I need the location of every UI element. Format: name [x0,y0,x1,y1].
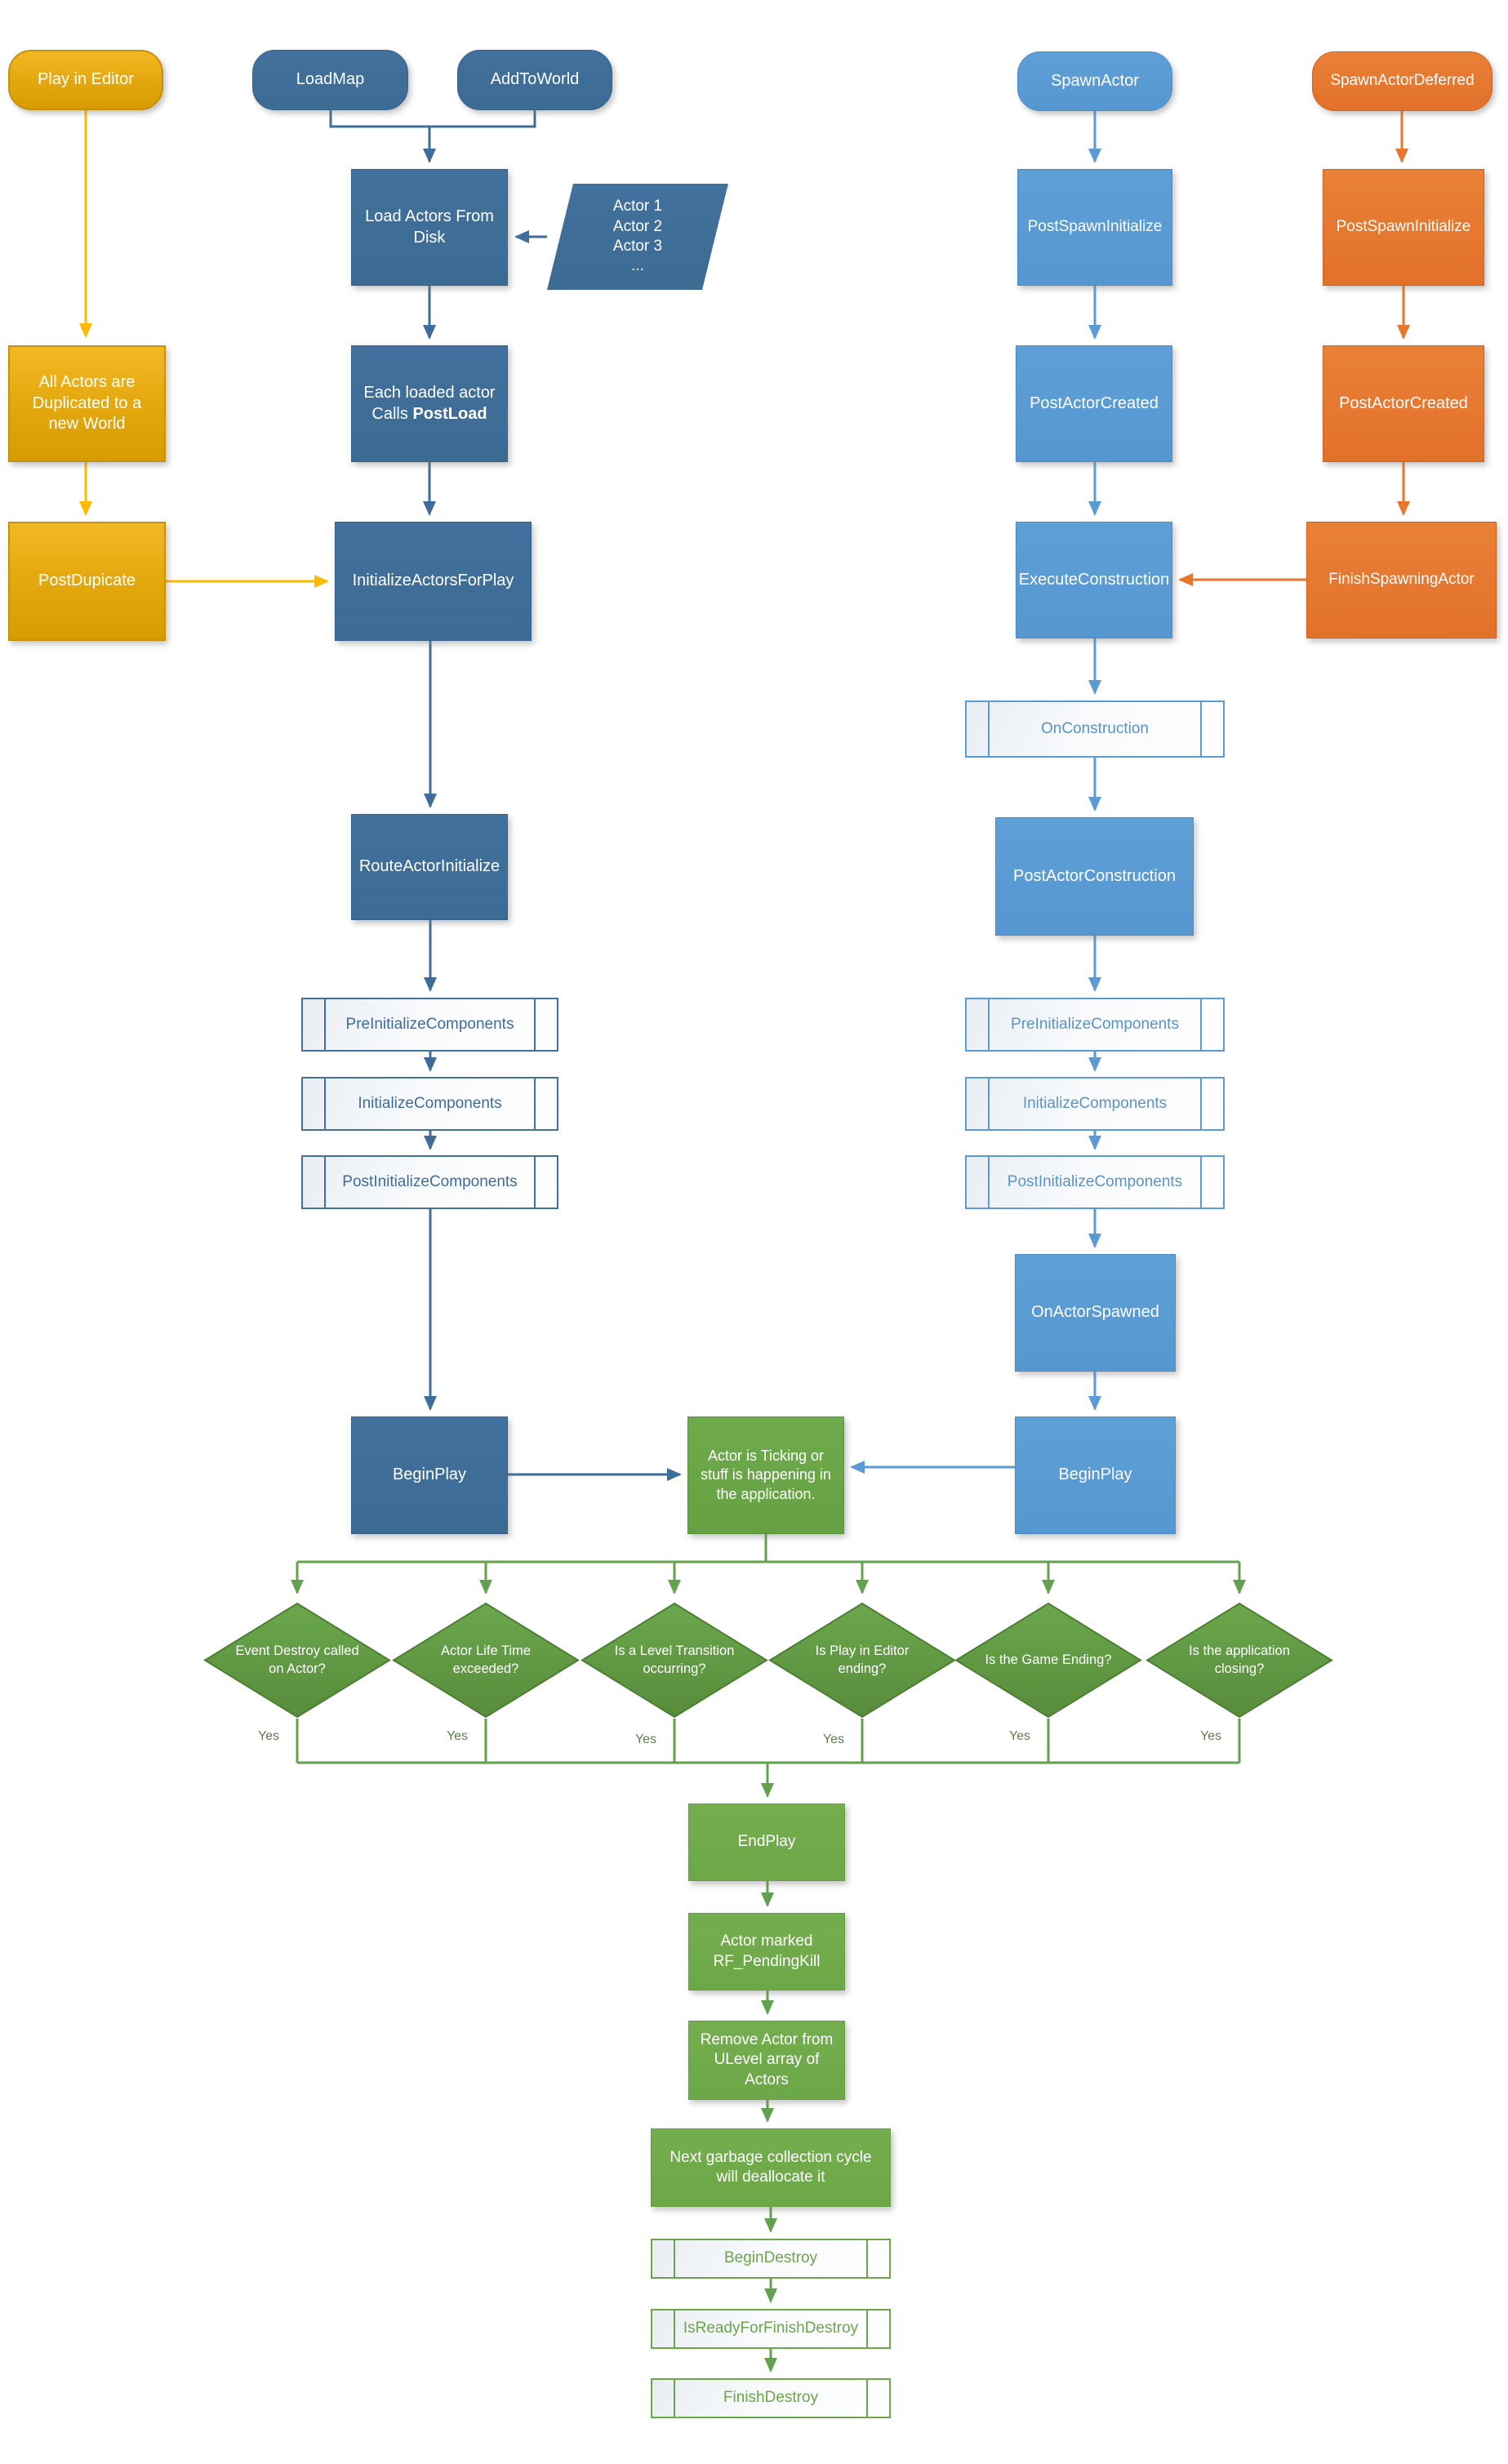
decision-level-transition: Is a Level Transition occurring? [581,1602,768,1719]
diamond-shape [768,1602,956,1719]
decision-label: Is the application closing? [1189,1643,1290,1676]
subroutine-label: BeginDestroy [723,2249,818,2267]
subroutine-bar [866,2240,868,2277]
subroutine-label: FinishDestroy [723,2389,819,2407]
each-loaded-actor-line1: Each loaded actor [363,383,496,402]
node-loadmap: LoadMap [252,50,408,110]
subroutine-bar [988,1157,990,1208]
subroutine-label: PostInitializeComponents [342,1172,518,1190]
yes-label: Yes [822,1732,845,1746]
node-post-actor-created-deferred: PostActorCreated [1323,345,1484,462]
node-post-actor-construction: PostActorConstruction [995,817,1194,936]
decision-label: Is Play in Editor ending? [815,1643,910,1676]
subroutine-bar [1200,702,1202,756]
subroutine-bar [674,2311,675,2347]
subroutine-label: InitializeComponents [1022,1094,1168,1112]
node-post-actor-created-spawn: PostActorCreated [1016,345,1172,462]
postload-bold-label: PostLoad [412,404,487,423]
subroutine-bar [324,1079,326,1129]
subroutine-label: InitializeComponents [358,1094,502,1112]
subroutine-label: PostInitializeComponents [1007,1172,1183,1190]
node-is-ready-for-finish-destroy: IsReadyForFinishDestroy [651,2309,891,2349]
node-post-initialize-components-load: PostInitializeComponents [301,1155,558,1209]
node-post-spawn-initialize-deferred: PostSpawnInitialize [1323,169,1484,286]
node-pre-initialize-components-load: PreInitializeComponents [301,998,558,1052]
diamond-shape [954,1602,1142,1719]
node-on-construction: OnConstruction [965,701,1225,758]
yes-label: Yes [1008,1729,1031,1743]
node-execute-construction: ExecuteConstruction [1016,522,1172,638]
diamond-shape [203,1602,391,1719]
subroutine-bar [988,1079,990,1129]
each-loaded-actor-line2: Calls [371,404,413,423]
subroutine-label: IsReadyForFinishDestroy [683,2319,859,2337]
subroutine-bar [1200,1079,1202,1129]
node-garbage-collection: Next garbage collection cycle will deall… [651,2128,891,2207]
node-begin-play-spawn: BeginPlay [1015,1417,1176,1534]
node-initialize-components-load: InitializeComponents [301,1077,558,1131]
subroutine-bar [1200,999,1202,1050]
node-begin-play-load: BeginPlay [351,1417,508,1534]
subroutine-label: PreInitializeComponents [345,1015,514,1033]
node-addtoworld: AddToWorld [457,50,612,110]
node-actor-is-ticking: Actor is Ticking or stuff is happening i… [687,1417,844,1534]
subroutine-bar [534,1079,536,1129]
node-actor-list-parallelogram: Actor 1 Actor 2 Actor 3 ... [547,184,728,290]
node-each-loaded-actor: Each loaded actor Calls PostLoad [351,345,508,462]
node-on-actor-spawned: OnActorSpawned [1015,1254,1176,1372]
node-finish-spawning-actor: FinishSpawningActor [1306,522,1497,638]
node-endplay: EndPlay [688,1804,845,1881]
decision-label: Actor Life Time exceeded? [440,1643,532,1676]
yes-label: Yes [257,1729,280,1743]
diamond-shape [581,1602,768,1719]
subroutine-bar [324,1157,326,1208]
subroutine-label: OnConstruction [1040,719,1149,737]
yes-label: Yes [634,1732,657,1746]
decision-label: Is a Level Transition occurring? [614,1643,735,1676]
node-spawnactor-deferred: SpawnActorDeferred [1312,51,1492,111]
subroutine-bar [674,2240,675,2277]
node-begin-destroy: BeginDestroy [651,2239,891,2279]
node-initialize-actors-for-play: InitializeActorsForPlay [335,522,532,641]
node-finish-destroy: FinishDestroy [651,2378,891,2418]
decision-event-destroy: Event Destroy called on Actor? [203,1602,391,1719]
decision-game-ending: Is the Game Ending? [954,1602,1142,1719]
decision-pie-ending: Is Play in Editor ending? [768,1602,956,1719]
node-postdupicate: PostDupicate [8,522,166,641]
node-route-actor-initialize: RouteActorInitialize [351,814,508,920]
node-remove-actor-from-ulevel: Remove Actor from ULevel array of Actors [688,2021,845,2100]
subroutine-bar [1200,1157,1202,1208]
node-post-spawn-initialize-spawn: PostSpawnInitialize [1017,169,1172,286]
decision-label: Event Destroy called on Actor? [235,1643,359,1676]
yes-label: Yes [446,1729,469,1743]
node-pre-initialize-components-spawn: PreInitializeComponents [965,998,1225,1052]
node-initialize-components-spawn: InitializeComponents [965,1077,1225,1131]
diamond-shape [1145,1602,1333,1719]
node-post-initialize-components-spawn: PostInitializeComponents [965,1155,1225,1209]
subroutine-bar [674,2380,675,2417]
node-actor-marked-pendingkill: Actor marked RF_PendingKill [688,1913,845,1990]
node-spawnactor: SpawnActor [1017,51,1172,111]
subroutine-bar [324,999,326,1050]
decision-application-closing: Is the application closing? [1145,1602,1333,1719]
subroutine-bar [988,702,990,756]
subroutine-bar [866,2380,868,2417]
decision-label: Is the Game Ending? [985,1652,1112,1667]
subroutine-bar [534,1157,536,1208]
subroutine-bar [866,2311,868,2347]
diamond-shape [392,1602,580,1719]
node-all-actors-duplicated: All Actors are Duplicated to a new World [8,345,166,462]
subroutine-label: PreInitializeComponents [1011,1015,1179,1033]
decision-lifetime-exceeded: Actor Life Time exceeded? [392,1602,580,1719]
subroutine-bar [988,999,990,1050]
node-load-actors-from-disk: Load Actors From Disk [351,169,508,286]
subroutine-bar [534,999,536,1050]
yes-label: Yes [1199,1729,1222,1743]
node-play-in-editor: Play in Editor [8,50,163,110]
